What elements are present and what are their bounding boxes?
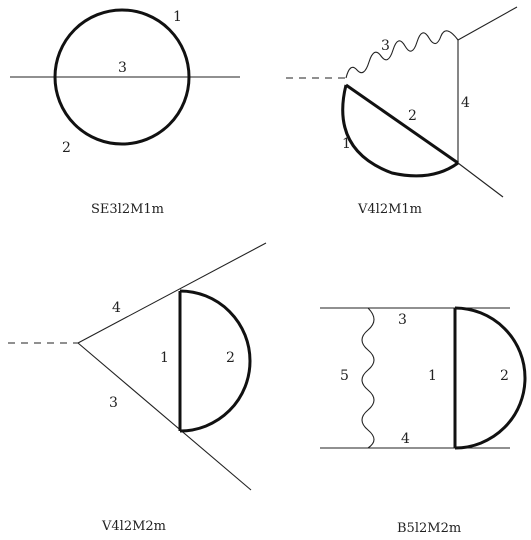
diagram-caption: V4l2M2m bbox=[101, 519, 166, 534]
propagator-label-5: 5 bbox=[340, 368, 349, 384]
propagator-line-4 bbox=[77, 242, 267, 344]
massive-loop-circle bbox=[53, 8, 191, 146]
massive-arc-1 bbox=[341, 84, 459, 178]
propagator-label-3: 3 bbox=[109, 395, 118, 411]
diagram-v4l2m1m: 3 4 2 1 V4l2M1m bbox=[286, 6, 518, 217]
diagram-b5l2m2m: 3 5 1 2 4 B5l2M2m bbox=[320, 306, 527, 536]
photon-propagator-5 bbox=[361, 307, 375, 449]
diagram-v4l2m2m: 4 1 2 3 V4l2M2m bbox=[8, 242, 267, 534]
propagator-label-3: 3 bbox=[118, 60, 127, 76]
diagram-se3l2m1m: 1 3 2 SE3l2M1m bbox=[10, 8, 240, 217]
propagator-label-2: 2 bbox=[408, 108, 417, 124]
propagator-label-3: 3 bbox=[398, 312, 407, 328]
diagram-caption: V4l2M1m bbox=[357, 202, 422, 217]
propagator-line-3 bbox=[77, 342, 252, 491]
propagator-label-3: 3 bbox=[381, 38, 390, 54]
photon-propagator-3 bbox=[345, 30, 459, 79]
propagator-label-2: 2 bbox=[500, 368, 509, 384]
massive-arc-2 bbox=[454, 306, 527, 450]
propagator-label-4: 4 bbox=[112, 300, 121, 316]
diagram-caption: SE3l2M1m bbox=[91, 202, 164, 217]
propagator-label-2: 2 bbox=[226, 350, 235, 366]
propagator-label-2: 2 bbox=[62, 140, 71, 156]
propagator-label-1: 1 bbox=[173, 9, 182, 25]
diagram-caption: B5l2M2m bbox=[397, 521, 461, 536]
external-line-top bbox=[457, 6, 518, 41]
massive-propagator-2 bbox=[345, 83, 459, 165]
propagator-label-1: 1 bbox=[342, 136, 351, 152]
propagator-label-4: 4 bbox=[461, 95, 470, 111]
external-line-bottom bbox=[457, 162, 504, 198]
propagator-label-4: 4 bbox=[401, 431, 410, 447]
propagator-label-1: 1 bbox=[428, 368, 437, 384]
propagator-label-1: 1 bbox=[160, 350, 169, 366]
massive-arc-2 bbox=[179, 289, 252, 433]
